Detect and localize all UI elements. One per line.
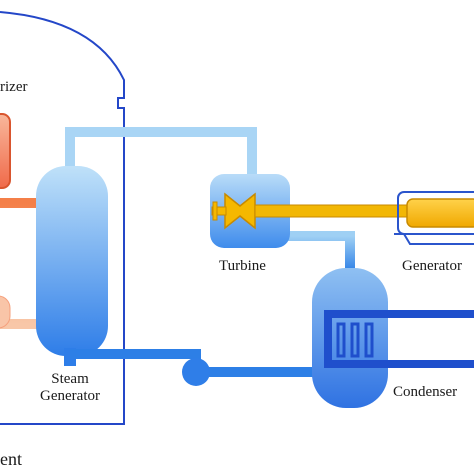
containment-outline [0,11,125,425]
turbine-rotor [224,192,256,230]
exhaust-pipe [280,231,355,272]
condenser-label: Condenser [393,384,458,400]
steam-line-pipe [65,127,257,176]
condenser-tube [336,322,346,358]
steam-generator-label: Steam Generator [30,371,110,405]
condenser-cooling-loop [324,310,474,368]
primary-pump [0,295,11,329]
containment-label: ent [0,449,22,469]
generator-shaft [254,204,416,218]
generator-label: Generator [402,258,462,274]
feedwater-pump [182,358,210,386]
turbine-shaft-stub [211,206,227,216]
pressurizer-label: rizer [0,79,28,95]
turbine-label: Turbine [219,258,266,274]
condenser-tube [364,322,374,358]
turbine-shaft-end [212,201,218,221]
generator-base [394,233,474,245]
generator-body [406,198,474,228]
steam-generator-label-line2: Generator [40,388,100,404]
condenser-vessel [312,268,388,408]
pressurizer-vessel [0,113,11,189]
steam-generator-label-line1: Steam [51,371,89,387]
steam-generator-vessel [36,166,108,356]
condenser-tube [350,322,360,358]
generator-frame [397,191,474,235]
